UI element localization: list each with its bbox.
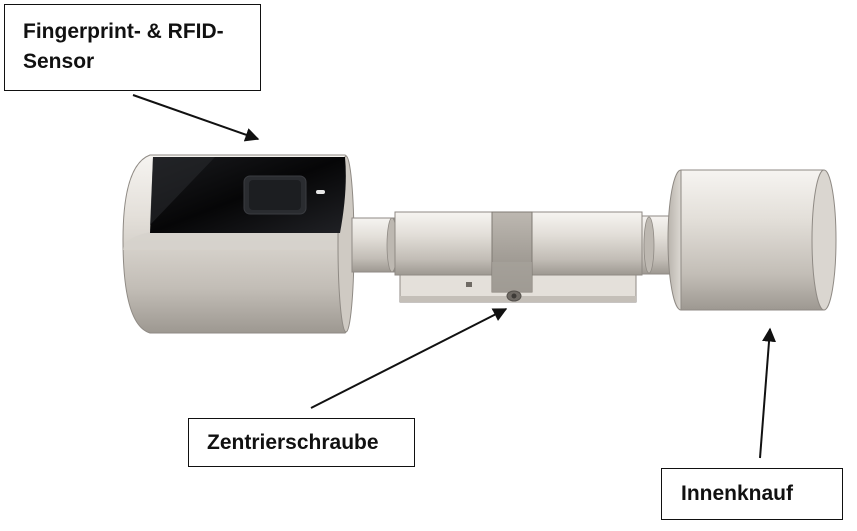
callout-inner-knob: Innenknauf: [661, 468, 843, 520]
inner-knob: [667, 169, 837, 311]
bolt-hole: [466, 282, 472, 287]
callout-centering-screw-label: Zentrierschraube: [207, 430, 379, 454]
callout-arrows: [132, 94, 777, 459]
callout-centering-screw: Zentrierschraube: [188, 418, 415, 467]
center-cam: [491, 211, 533, 293]
arrow-sensor: [132, 94, 260, 142]
arrow-knob: [759, 327, 777, 459]
callout-sensor-line2: Sensor: [23, 50, 95, 73]
fingerprint-pad: [243, 175, 307, 215]
centering-screw: [506, 290, 522, 302]
arrow-screw: [310, 308, 508, 409]
callout-inner-knob-label: Innenknauf: [681, 482, 794, 505]
status-led: [316, 190, 325, 194]
callout-sensor: Fingerprint- & RFID- Sensor: [4, 4, 261, 91]
callout-sensor-line1: Fingerprint- & RFID-: [23, 20, 224, 43]
left-collar: [351, 217, 398, 273]
